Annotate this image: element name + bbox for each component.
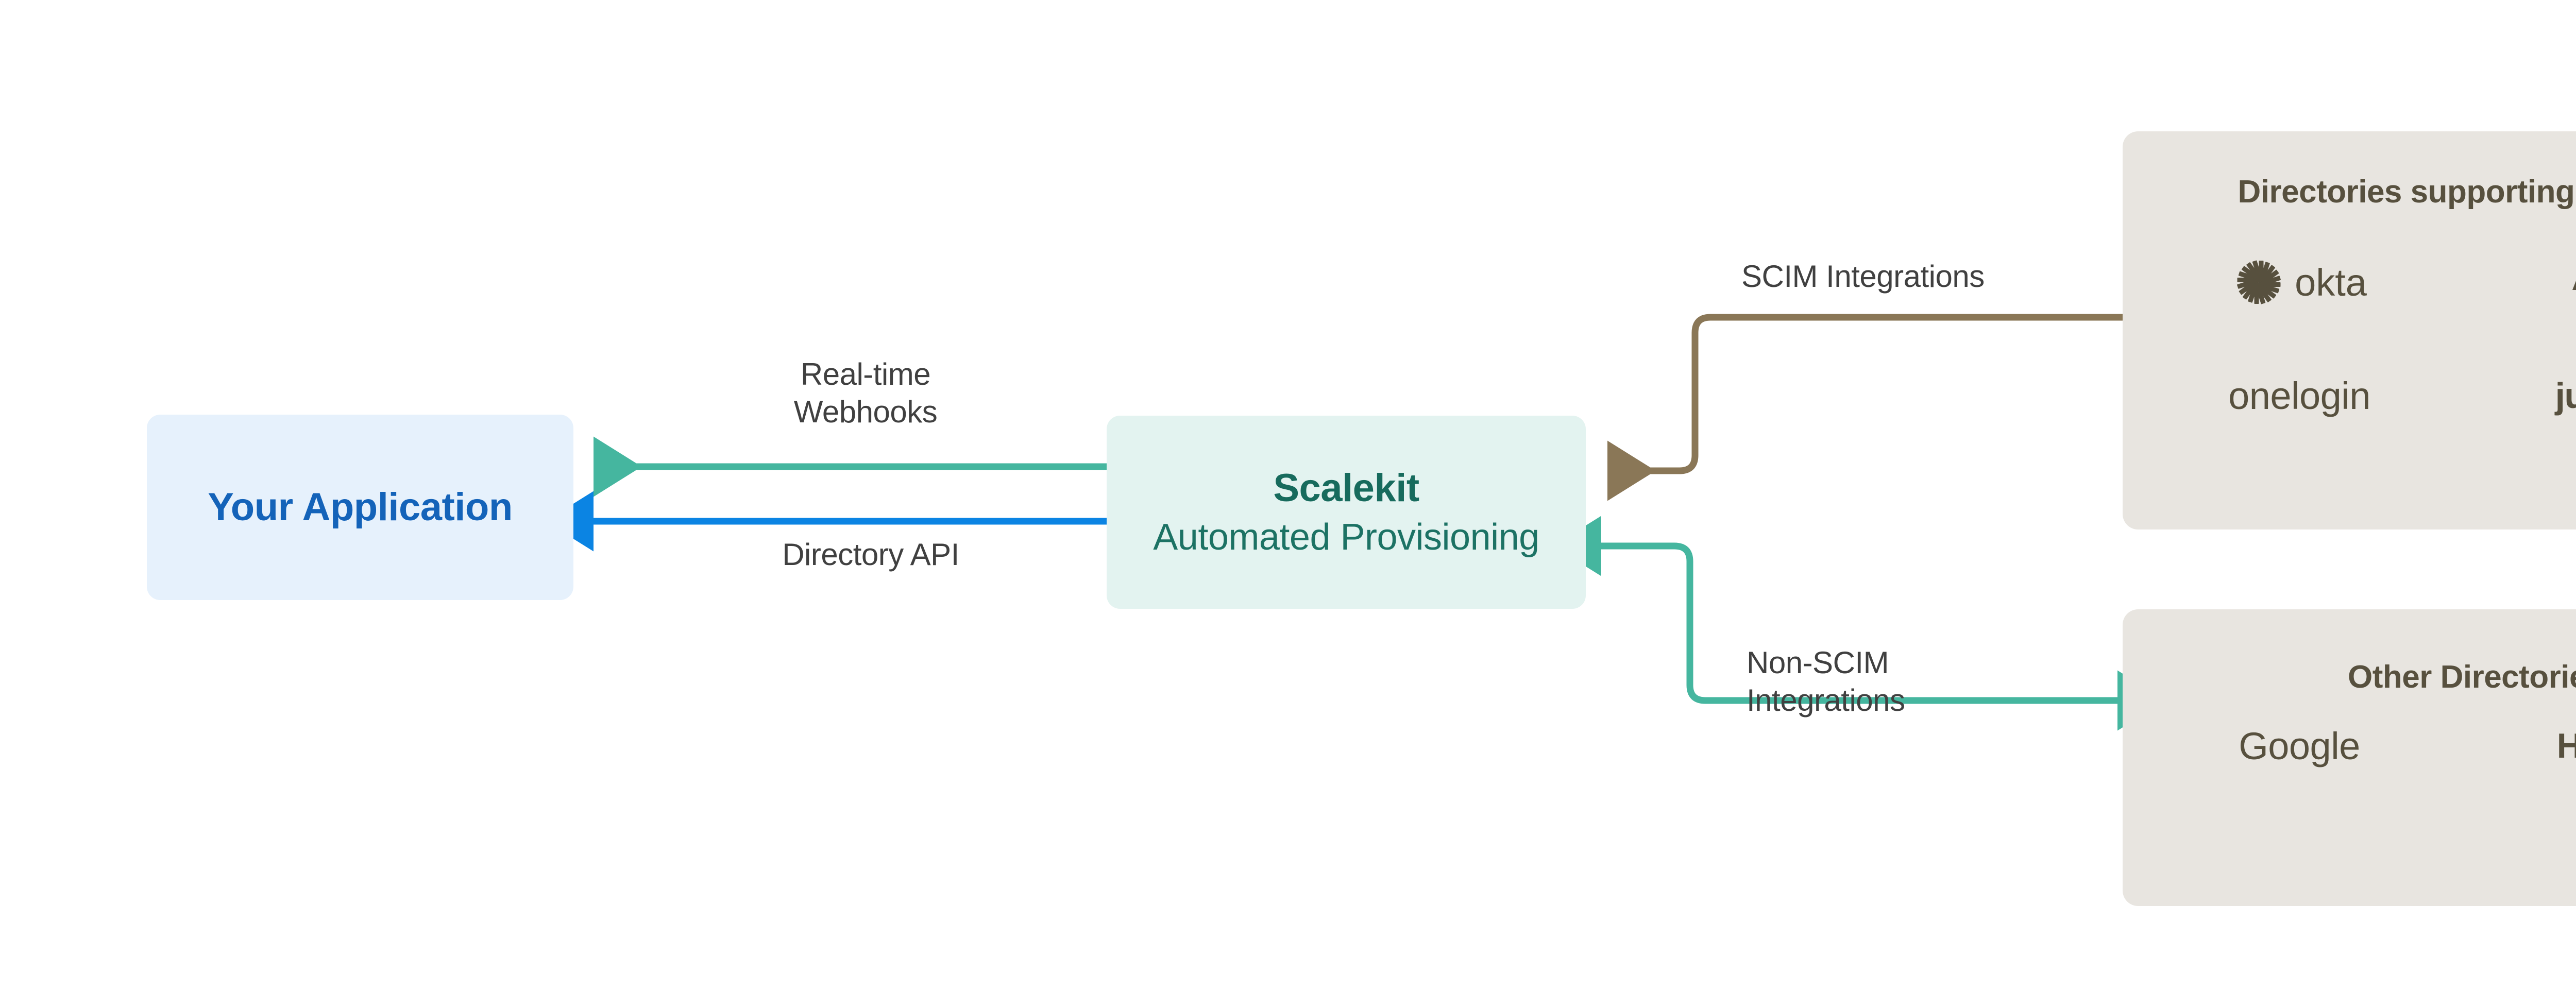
node-scalekit[interactable]: Scalekit Automated Provisioning xyxy=(1107,416,1586,609)
google-label: Google xyxy=(2239,724,2360,767)
logo-jumpcloud: jumpcloud TM xyxy=(2555,375,2576,416)
panel-other-directories: Other Directories Google HRMS/HRIS xyxy=(2123,609,2576,906)
okta-sunburst-icon xyxy=(2232,258,2281,307)
edge-label-scim-integrations: SCIM Integrations xyxy=(1741,259,1985,294)
logo-cell-jumpcloud: jumpcloud TM xyxy=(2476,357,2576,434)
logo-okta: okta xyxy=(2232,258,2367,307)
your-application-label: Your Application xyxy=(208,485,513,529)
logo-cell-hrms-hris: HRMS/HRIS xyxy=(2476,707,2576,784)
logo-cell-google: Google xyxy=(2123,707,2476,784)
logo-cell-okta: okta xyxy=(2123,244,2476,321)
okta-label: okta xyxy=(2295,261,2367,304)
panel-other-title: Other Directories xyxy=(2347,659,2576,695)
panel-scim-directories: Directories supporting SCIM 2.0 xyxy=(2123,131,2576,529)
logo-cell-onelogin: onelogin xyxy=(2123,357,2476,434)
node-your-application[interactable]: Your Application xyxy=(147,415,573,600)
edge-scim-integrations xyxy=(1607,314,2123,501)
hrms-hris-label: HRMS/HRIS xyxy=(2556,726,2576,765)
logo-azure: Azure xyxy=(2571,260,2576,304)
scim-logo-grid: okta Azure onelogin xyxy=(2123,244,2576,434)
edge-label-non-scim-integrations: Non-SCIM Integrations xyxy=(1747,645,1905,718)
panel-scim-title: Directories supporting SCIM 2.0 xyxy=(2238,174,2576,210)
azure-chevron-icon xyxy=(2571,260,2576,304)
logo-onelogin: onelogin xyxy=(2228,374,2370,418)
scalekit-subtitle: Automated Provisioning xyxy=(1153,516,1539,558)
edge-label-realtime-webhooks: Real-time Webhooks xyxy=(793,357,938,430)
logo-hrms-hris: HRMS/HRIS xyxy=(2557,726,2576,766)
edge-label-directory-api: Directory API xyxy=(782,537,959,572)
other-logo-grid: Google HRMS/HRIS xyxy=(2123,707,2576,784)
logo-google: Google xyxy=(2239,724,2360,768)
logo-cell-azure: Azure xyxy=(2476,244,2576,321)
onelogin-label: onelogin xyxy=(2228,374,2370,417)
scalekit-title: Scalekit xyxy=(1273,466,1419,510)
jumpcloud-label: jumpcloud xyxy=(2555,375,2576,416)
